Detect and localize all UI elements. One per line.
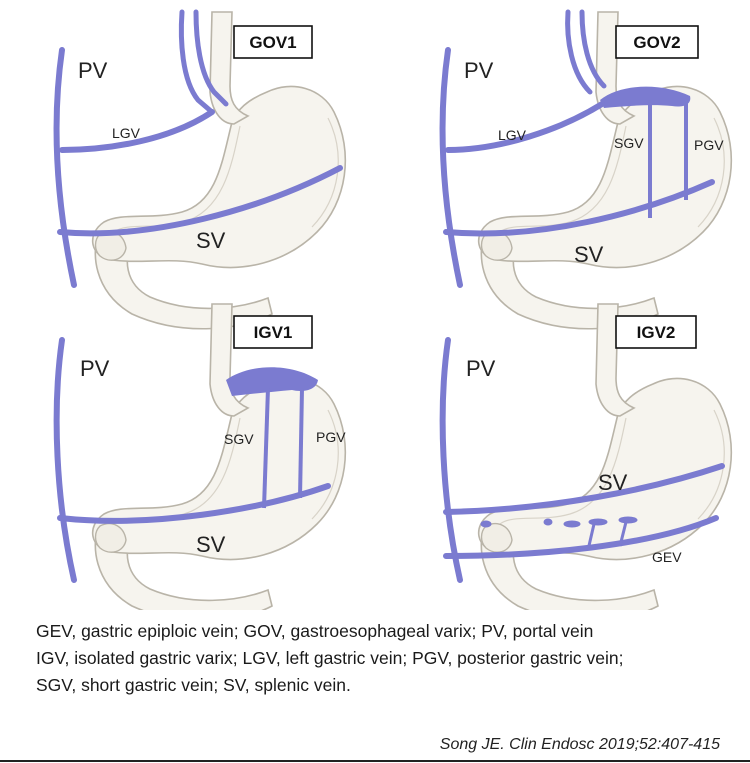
panel-title-box	[615, 25, 699, 59]
panel-title: GOV2	[633, 33, 680, 52]
sv-label: SV	[574, 242, 604, 267]
sgv-label: SGV	[224, 431, 254, 447]
sv-label: SV	[598, 470, 628, 495]
sv-label: SV	[196, 532, 226, 557]
panel-title: GOV1	[249, 33, 296, 52]
pv-label: PV	[464, 58, 494, 83]
panel-gov1: GOV1 PV LGV SV	[53, 9, 347, 330]
pgv-label: PGV	[316, 429, 346, 445]
lgv-label: LGV	[112, 125, 141, 141]
pv-label: PV	[466, 356, 496, 381]
lgv-label: LGV	[498, 127, 527, 143]
gev-label: GEV	[652, 549, 682, 565]
panel-title-box	[233, 315, 313, 349]
pgv-label: PGV	[694, 137, 724, 153]
pv-label: PV	[78, 58, 108, 83]
panel-gov2: GOV2 PV LGV SGV PGV SV	[439, 9, 733, 330]
panel-igv2: IGV2 PV SV GEV	[439, 303, 733, 610]
legend-line: IGV, isolated gastric varix; LGV, left g…	[36, 648, 624, 668]
legend-line: GEV, gastric epiploic vein; GOV, gastroe…	[36, 621, 594, 641]
panel-title: IGV2	[637, 323, 676, 342]
abbreviation-legend: GEV, gastric epiploic vein; GOV, gastroe…	[36, 618, 736, 699]
sgv-label: SGV	[614, 135, 644, 151]
gastric-varices-diagram: GOV1 PV LGV SV GOV2 PV LGV SGV PGV SV	[53, 9, 733, 610]
citation: Song JE. Clin Endosc 2019;52:407-415	[439, 736, 720, 753]
panel-igv1: IGV1 PV SGV PGV SV	[53, 303, 346, 610]
pv-label: PV	[80, 356, 110, 381]
panel-title-box	[233, 25, 313, 59]
panel-title: IGV1	[254, 323, 293, 342]
legend-line: SGV, short gastric vein; SV, splenic vei…	[36, 675, 351, 695]
panel-title-box	[615, 315, 697, 349]
divider	[0, 760, 750, 762]
ectopic-varices	[480, 516, 638, 551]
sv-label: SV	[196, 228, 226, 253]
